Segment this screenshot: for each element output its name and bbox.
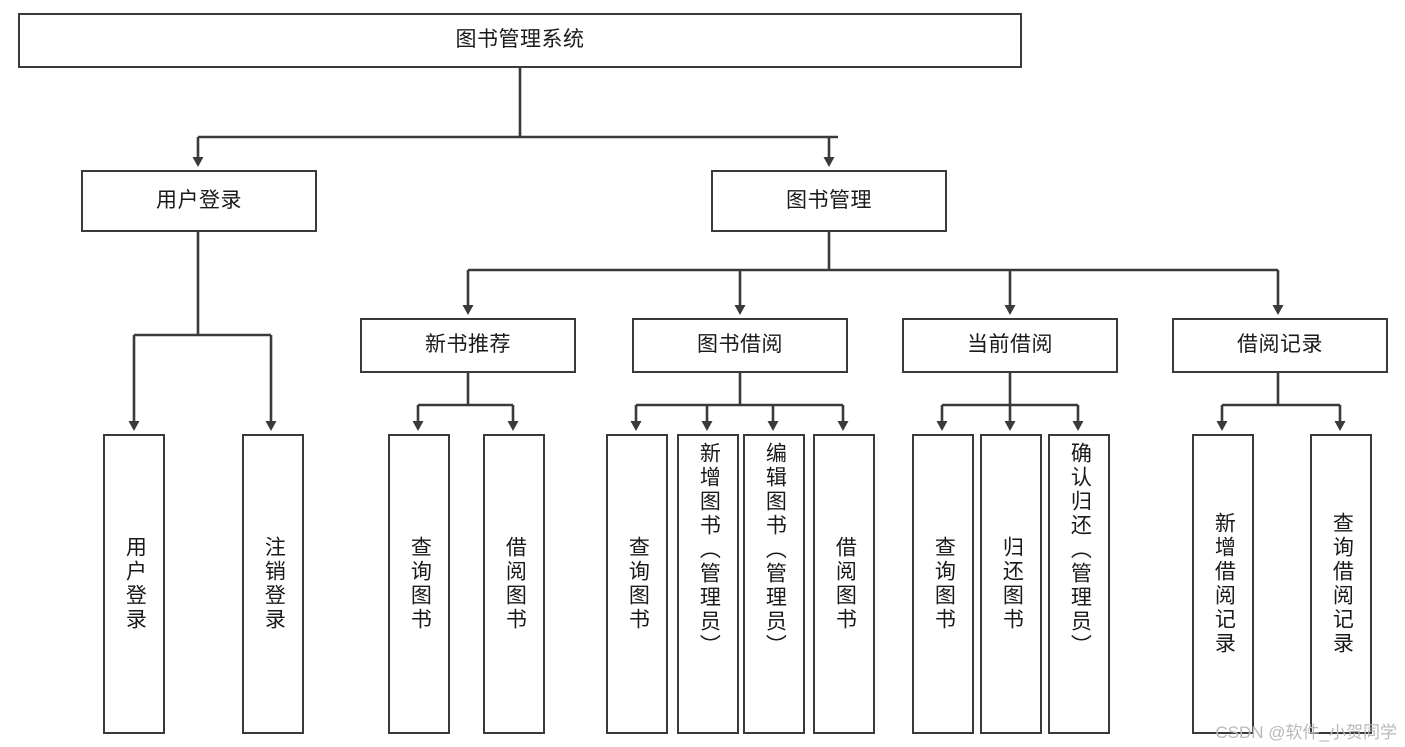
leaf-edit-book-admin[interactable]: 编辑图书（管理员） [743, 434, 805, 734]
node-label: 图书借阅 [697, 333, 783, 357]
node-root-system[interactable]: 图书管理系统 [18, 13, 1022, 68]
node-current-borrow[interactable]: 当前借阅 [902, 318, 1118, 373]
node-label: 查询图书 [626, 536, 650, 632]
node-label: 新增借阅记录 [1212, 512, 1236, 656]
node-label: 用户登录 [123, 536, 147, 632]
leaf-add-borrow-record[interactable]: 新增借阅记录 [1192, 434, 1254, 734]
node-label: 借阅图书 [833, 536, 857, 632]
leaf-query-book-recommend[interactable]: 查询图书 [388, 434, 450, 734]
node-label: 图书管理系统 [455, 28, 585, 52]
leaf-borrow-book[interactable]: 借阅图书 [813, 434, 875, 734]
node-book-management[interactable]: 图书管理 [711, 170, 947, 232]
node-label: 图书管理 [786, 188, 872, 212]
node-label: 新书推荐 [425, 333, 511, 357]
node-label: 归还图书 [1000, 536, 1024, 632]
node-label: 查询图书 [408, 536, 432, 632]
node-label: 用户登录 [156, 188, 242, 212]
node-label: 当前借阅 [967, 333, 1053, 357]
node-label: 编辑图书（管理员） [763, 442, 787, 658]
leaf-confirm-return-admin[interactable]: 确认归还（管理员） [1048, 434, 1110, 734]
node-label: 查询借阅记录 [1330, 512, 1354, 656]
leaf-query-book-current[interactable]: 查询图书 [912, 434, 974, 734]
leaf-query-borrow-record[interactable]: 查询借阅记录 [1310, 434, 1372, 734]
node-label: 新增图书（管理员） [697, 442, 721, 658]
node-label: 借阅图书 [503, 536, 527, 632]
node-borrow-record[interactable]: 借阅记录 [1172, 318, 1388, 373]
leaf-add-book-admin[interactable]: 新增图书（管理员） [677, 434, 739, 734]
watermark-text: CSDN @软件_小贺同学 [1215, 723, 1397, 742]
leaf-query-book-borrow[interactable]: 查询图书 [606, 434, 668, 734]
node-label: 借阅记录 [1237, 333, 1323, 357]
leaf-borrow-book-recommend[interactable]: 借阅图书 [483, 434, 545, 734]
node-label: 注销登录 [262, 536, 286, 632]
leaf-user-logout[interactable]: 注销登录 [242, 434, 304, 734]
node-label: 确认归还（管理员） [1068, 442, 1092, 658]
leaf-user-login[interactable]: 用户登录 [103, 434, 165, 734]
node-new-book-recommend[interactable]: 新书推荐 [360, 318, 576, 373]
leaf-return-book[interactable]: 归还图书 [980, 434, 1042, 734]
node-user-login[interactable]: 用户登录 [81, 170, 317, 232]
node-book-borrow[interactable]: 图书借阅 [632, 318, 848, 373]
node-label: 查询图书 [932, 536, 956, 632]
